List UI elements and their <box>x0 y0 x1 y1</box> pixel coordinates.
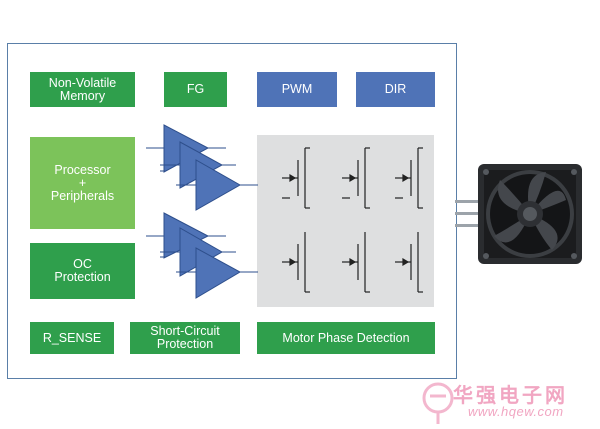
short-circuit-protection-label: Protection <box>156 337 214 351</box>
r-sense-block: R_SENSE <box>30 322 114 354</box>
motor-phase-detection-block: Motor Phase Detection <box>257 322 435 354</box>
watermark-logo-icon <box>422 382 454 424</box>
motor-phase-detection-label: Motor Phase Detection <box>282 330 410 345</box>
short-circuit-label: Short-Circuit <box>150 324 220 338</box>
mosfet-icon <box>282 147 310 209</box>
processor-label: Processor <box>54 162 111 177</box>
non-volatile-memory-block: Non-Volatile Memory <box>30 72 135 107</box>
pwm-label: PWM <box>281 82 313 96</box>
fg-label: FG <box>186 82 205 96</box>
oc-protection-block: OC Protection <box>30 243 135 299</box>
fan-connection-bars <box>455 200 483 227</box>
processor-plus-label: + <box>78 175 87 190</box>
dir-label: DIR <box>384 82 407 96</box>
mosfet-icon <box>395 232 423 293</box>
r-sense-label: R_SENSE <box>42 330 102 345</box>
pwm-block: PWM <box>257 72 337 107</box>
mosfet-icon <box>342 232 370 293</box>
fan-icon <box>478 164 582 264</box>
power-stage-panel <box>257 135 434 307</box>
mosfet-icon <box>395 147 423 209</box>
watermark-url: www.hqew.com <box>468 404 564 419</box>
gate-driver-triangle-icon <box>163 124 242 211</box>
mosfet-icon <box>282 232 310 293</box>
short-circuit-protection-block: Short-Circuit Protection <box>130 322 240 354</box>
processor-peripherals-block: Processor + Peripherals <box>30 137 135 229</box>
non-volatile-memory-label: Non-Volatile Memory <box>48 75 117 103</box>
mosfet-icon <box>342 147 370 209</box>
dir-block: DIR <box>356 72 435 107</box>
mosfet-array <box>282 147 423 293</box>
fg-block: FG <box>164 72 227 107</box>
driver-signal-lines <box>146 147 258 273</box>
peripherals-label: Peripherals <box>50 188 115 203</box>
gate-driver-triangle-icon <box>163 212 242 299</box>
watermark-brand: 华强电子网 <box>453 385 568 407</box>
oc-label: OC <box>73 257 92 271</box>
oc-protection-label: Protection <box>54 270 111 284</box>
